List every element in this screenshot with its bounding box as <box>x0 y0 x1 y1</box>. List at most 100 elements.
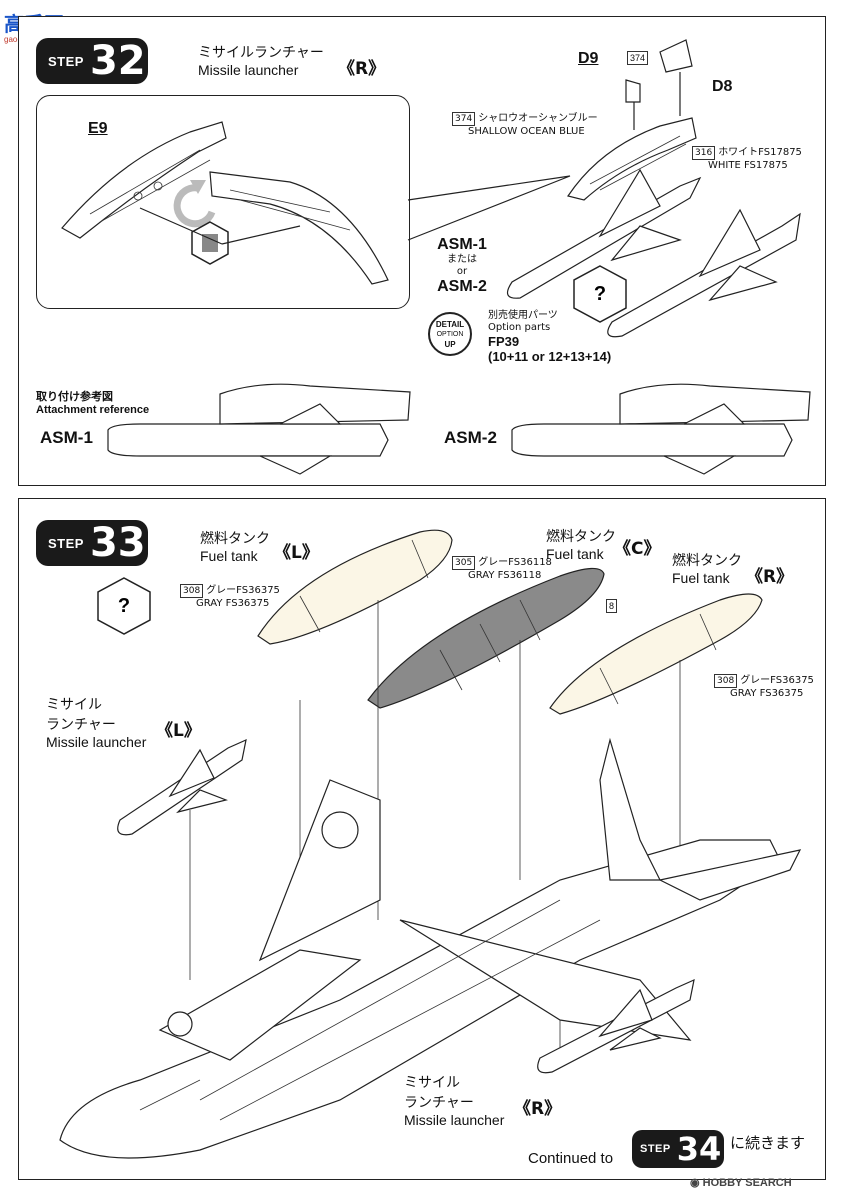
detail-badge-l1: DETAIL <box>435 320 465 329</box>
tank-c-jp: 燃料タンク <box>546 529 616 545</box>
tank-l-en: Fuel tank <box>200 548 258 564</box>
detail-inset <box>36 95 410 309</box>
step32-side: 《R》 <box>338 59 386 79</box>
tank-l-jp: 燃料タンク <box>200 531 270 547</box>
tank-c-en: Fuel tank <box>546 546 604 562</box>
launcher-r-label: ミサイル ランチャー Missile launcher <box>404 1072 504 1128</box>
aircraft-drawing <box>59 737 802 1159</box>
launcher-l-side: 《L》 <box>156 721 201 741</box>
option-code: FP39 <box>488 334 520 349</box>
paint-l-en: GRAY FS36375 <box>196 598 270 609</box>
fuel-tank-left <box>257 529 453 645</box>
step32-number: 32 <box>89 38 146 84</box>
launcher-right-drawing <box>537 978 695 1074</box>
asm-or-en: or <box>456 266 468 277</box>
option-hex-icon-33: ? <box>97 577 151 635</box>
footer-continued: Continued to <box>528 1150 614 1167</box>
option-en: Option parts <box>488 322 551 333</box>
attach-en: Attachment reference <box>36 404 150 416</box>
hobby-search-logo: ◉ HOBBY SEARCH <box>690 1176 792 1189</box>
tank-l-label: 燃料タンク Fuel tank <box>200 528 270 564</box>
part-8: 8 <box>606 596 620 614</box>
rotate-arrow-icon <box>173 180 216 228</box>
attach-jp: 取り付け参考図 <box>36 390 113 403</box>
option-combo: (10+11 or 12+13+14) <box>488 349 612 364</box>
paint1-en: SHALLOW OCEAN BLUE <box>468 126 585 137</box>
asm2-label: ASM-2 <box>437 278 487 295</box>
footer-jp: に続きます <box>730 1134 806 1152</box>
tank-r-jp: 燃料タンク <box>672 553 742 569</box>
step33-badge: STEP 33 <box>36 520 148 566</box>
step33-panel <box>18 498 826 1180</box>
inset-launcher-left <box>61 121 227 239</box>
footer-step-label: STEP <box>640 1143 671 1155</box>
paint-r-en: GRAY FS36375 <box>730 688 804 699</box>
launcher-r-jp2: ランチャー <box>404 1095 474 1111</box>
paint2-en: WHITE FS17875 <box>708 160 788 171</box>
option-hex-icon: ? <box>573 265 627 323</box>
launcher-r-side: 《R》 <box>514 1099 562 1119</box>
attach-ref: 取り付け参考図 Attachment reference <box>36 388 149 416</box>
step32-drawings: ? <box>61 39 811 475</box>
fuel-tank-right <box>549 593 763 715</box>
part-d9: D9 <box>578 50 599 67</box>
asm2-missile <box>607 208 801 338</box>
tank-c-label: 燃料タンク Fuel tank <box>546 526 616 562</box>
launcher-l-label: ミサイル ランチャー Missile launcher <box>46 694 146 750</box>
launcher-l-jp1: ミサイル <box>46 697 102 713</box>
paint-small-374: 374 <box>627 48 651 66</box>
part-d8: D8 <box>712 78 733 95</box>
step32-title-en: Missile launcher <box>198 62 299 78</box>
paint2-jp: ホワイトFS17875 <box>718 147 802 158</box>
detail-up-badge: DETAIL OPTION UP <box>428 312 472 356</box>
tank-r-en: Fuel tank <box>672 570 730 586</box>
detail-badge-l2: OPTION <box>436 331 464 338</box>
step32-badge: STEP 32 <box>36 38 148 84</box>
option-parts: 別売使用パーツ Option parts FP39 (10+11 or 12+1… <box>488 310 611 364</box>
step33-number: 33 <box>89 520 146 566</box>
attach-asm1-drawing <box>107 383 411 475</box>
step33-label: STEP <box>48 535 84 551</box>
tank-l-side: 《L》 <box>274 543 319 563</box>
part-e9: E9 <box>88 120 108 137</box>
detail-badge-l3: UP <box>444 340 456 349</box>
inset-launcher-right <box>209 171 389 285</box>
option-jp: 別売使用パーツ <box>488 310 558 321</box>
paint-c-en: GRAY FS36118 <box>468 570 542 581</box>
step32-title: ミサイルランチャー Missile launcher <box>198 42 324 78</box>
launcher-r-en: Missile launcher <box>404 1112 505 1128</box>
part-d8-shape <box>659 39 693 73</box>
launcher-left-drawing <box>117 738 247 836</box>
asm-or-jp: または <box>447 254 477 265</box>
tank-c-side: 《C》 <box>614 539 661 559</box>
part-d9-shape <box>625 79 641 103</box>
svg-text:?: ? <box>594 283 606 305</box>
launcher-r-jp1: ミサイル <box>404 1075 460 1091</box>
paint-r-jp: グレーFS36375 <box>740 675 814 686</box>
attach-asm2-drawing <box>511 383 811 475</box>
paint-l-jp: グレーFS36375 <box>206 585 280 596</box>
asm-options: ASM-1 または or ASM-2 <box>432 236 492 296</box>
main-launcher <box>567 117 697 201</box>
launcher-l-en: Missile launcher <box>46 734 147 750</box>
paint-c-jp: グレーFS36118 <box>478 557 552 568</box>
footer-step-num: 34 <box>676 1130 722 1168</box>
step32-label: STEP <box>48 53 84 69</box>
fuel-tank-center <box>367 567 605 709</box>
footer-step-badge: STEP 34 <box>632 1130 724 1168</box>
camera-icon: ◉ <box>690 1177 703 1189</box>
attach-asm2: ASM-2 <box>444 428 497 447</box>
asm1-missile <box>506 168 702 299</box>
svg-text:?: ? <box>118 595 130 617</box>
paint1-jp: シャロウオーシャンブルー <box>478 113 598 124</box>
launcher-l-jp2: ランチャー <box>46 717 116 733</box>
tank-r-label: 燃料タンク Fuel tank <box>672 550 742 586</box>
tank-r-side: 《R》 <box>746 567 794 587</box>
attach-asm1: ASM-1 <box>40 428 93 447</box>
